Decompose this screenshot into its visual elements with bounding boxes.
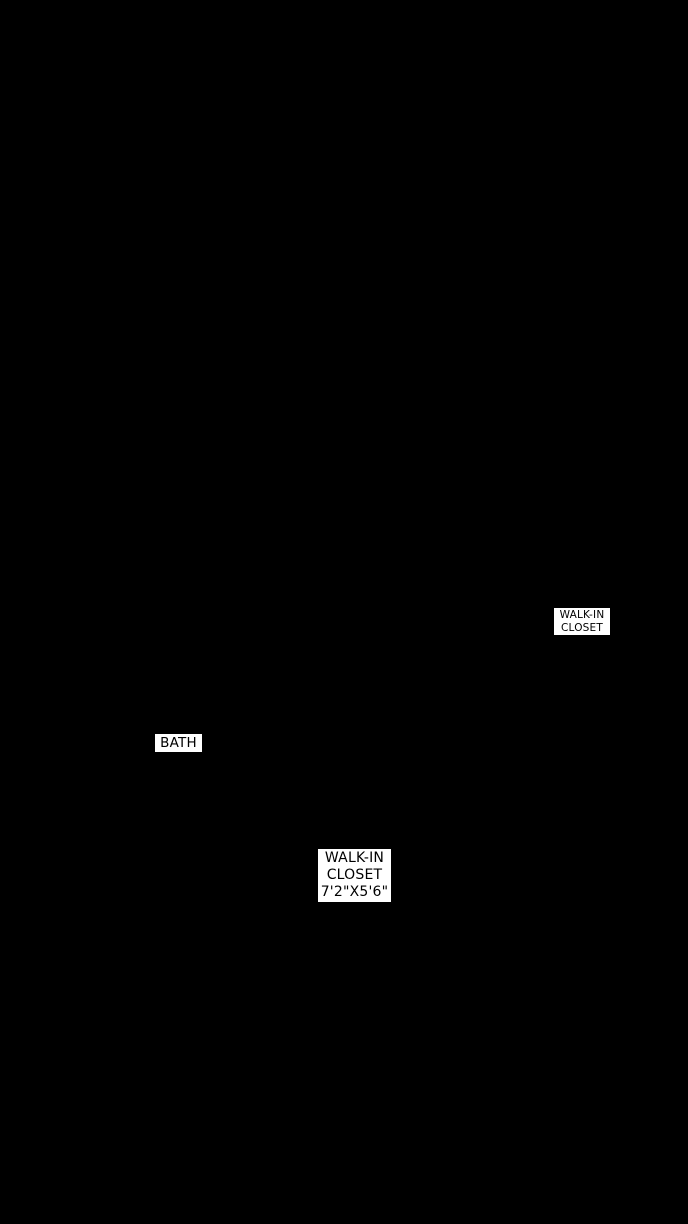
room-name-line1: WALK-IN (324, 850, 385, 866)
room-name-line2: CLOSET (326, 867, 383, 883)
walk-in-closet-main-label: WALK-IN CLOSET 7'2"X5'6" (318, 849, 391, 902)
room-name-line1: WALK-IN (559, 609, 605, 621)
room-name-line2: CLOSET (561, 622, 603, 634)
walk-in-closet-small-label: WALK-IN CLOSET (554, 608, 610, 635)
bath-label: BATH (155, 734, 202, 752)
room-name: BATH (160, 735, 197, 751)
room-dimensions: 7'2"X5'6" (320, 884, 389, 900)
